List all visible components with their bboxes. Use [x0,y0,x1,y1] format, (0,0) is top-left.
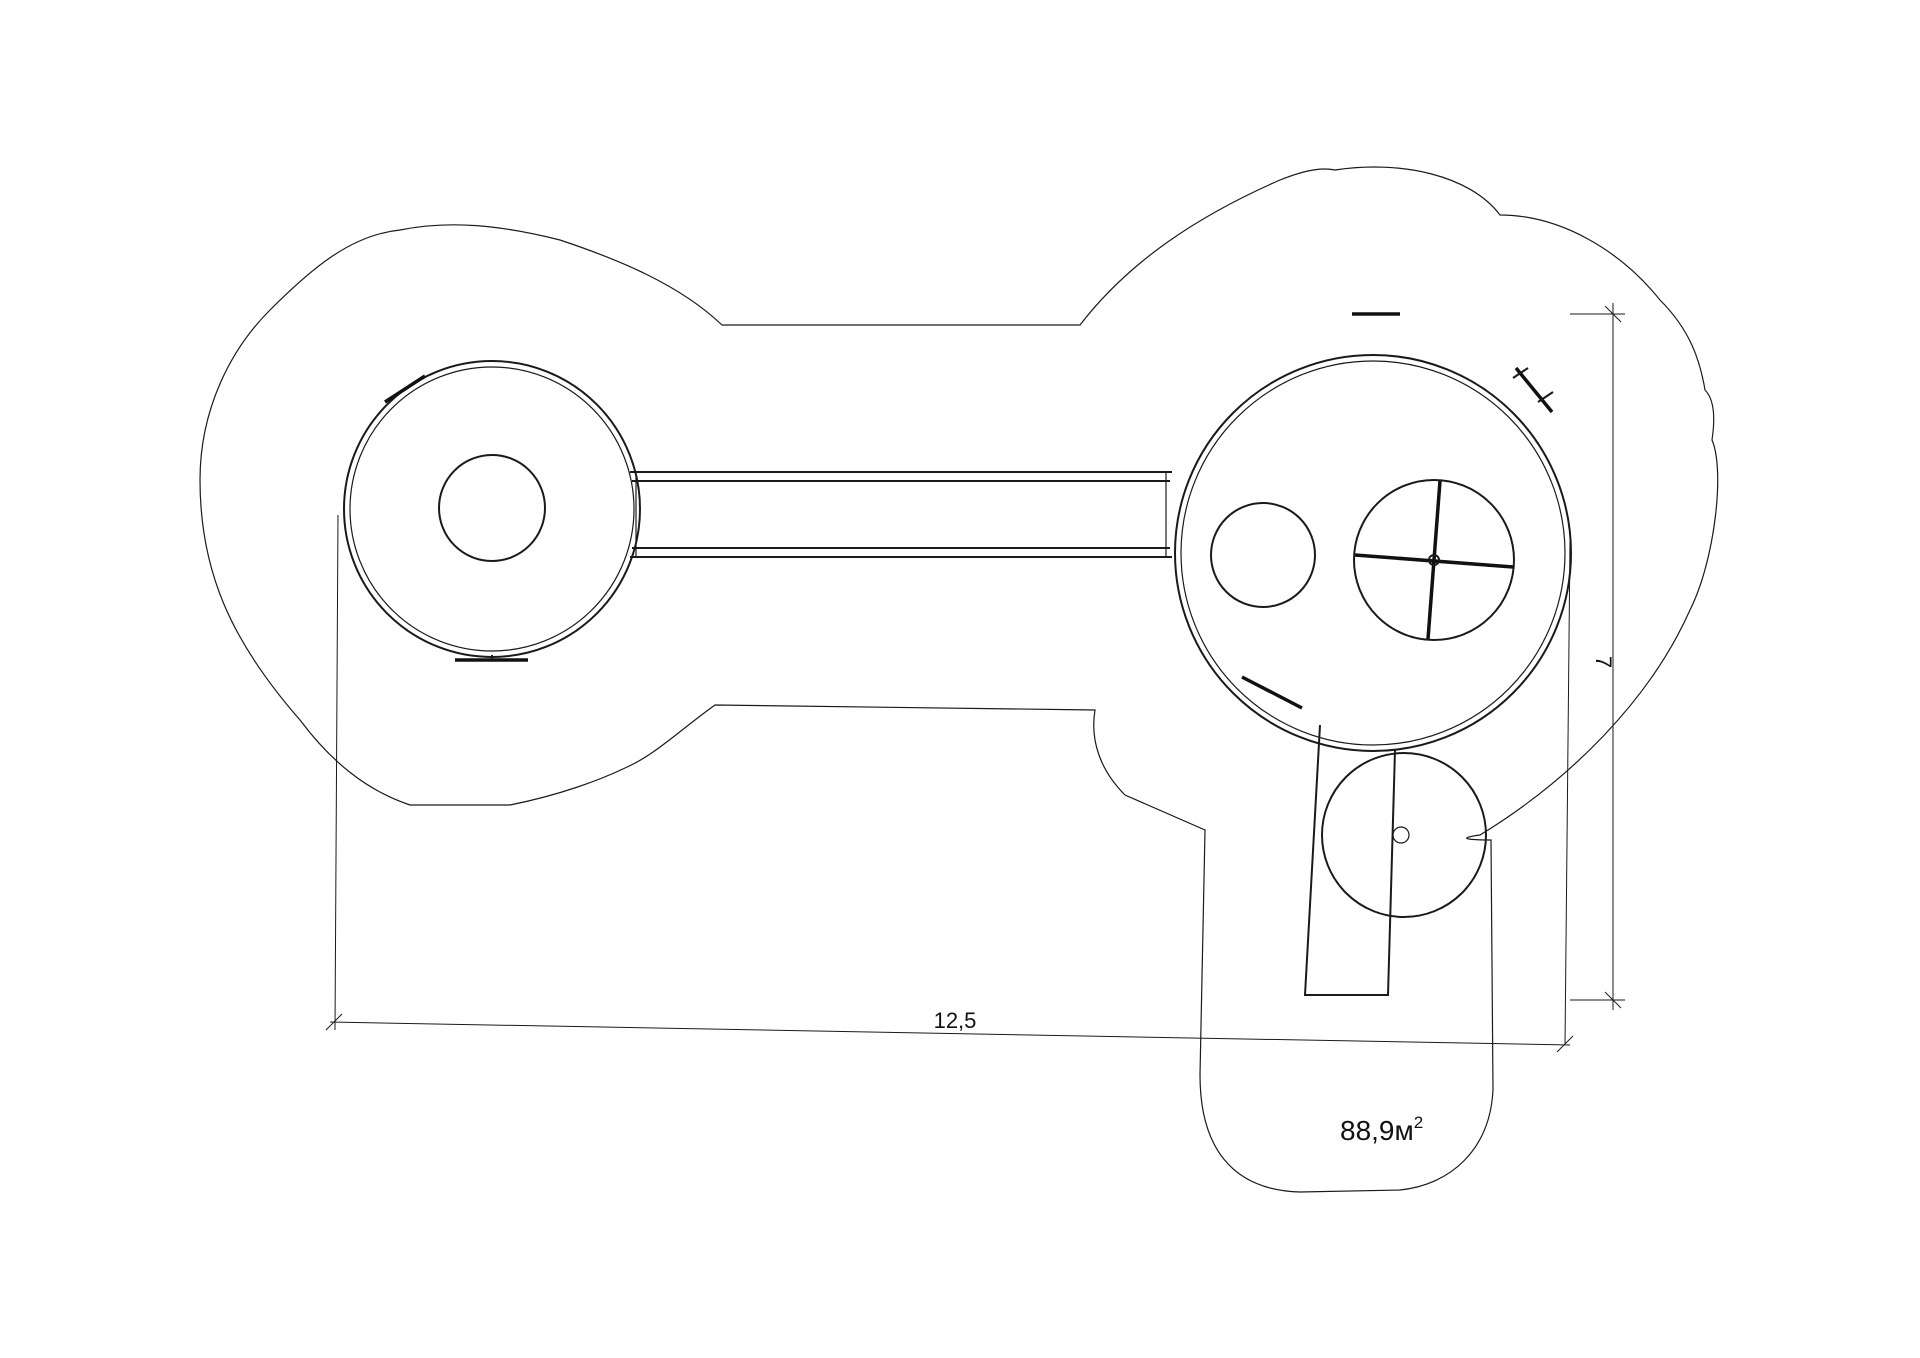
right-tower-fitting-top-right-c [1537,391,1554,403]
area-value: 88,9м [1340,1115,1414,1146]
right-tower-outer-ring [1174,354,1572,752]
dimension-width-tick-right [1556,1035,1574,1053]
spinner-cross-b [1426,480,1442,640]
area-label: 88,9м2 [1340,1113,1423,1146]
slide-landing-disc [1321,752,1487,918]
right-tower-inner-ring [1180,360,1566,746]
dimension-width-ext-right [1564,539,1571,1046]
left-tower-inner-ring [349,366,635,652]
slide-landing-post [1392,826,1410,844]
right-tower-small-platform [1210,502,1316,608]
area-superscript: 2 [1414,1113,1423,1132]
left-tower-platform [438,454,546,562]
dimension-height-tick-top [1604,305,1622,323]
slide-body [1303,724,1396,996]
spinner-hub [1428,554,1440,566]
dimension-height-label: 7 [1591,656,1616,668]
right-tower-spinner [1353,479,1515,641]
left-tower-fitting-top [384,374,426,404]
dimension-width-ext-left [334,514,339,1031]
dimension-width-label: 12,5 [934,1008,977,1033]
right-tower-fitting-top-right-a [1514,366,1554,414]
safety-zone-outline [199,166,1719,1193]
right-tower-fitting-top-right-b [1512,367,1529,379]
dimension-width-line [329,1021,1571,1046]
dimension-height-tick-bottom [1604,991,1622,1009]
left-tower-outer-ring [343,360,641,658]
right-tower-fitting-bottom [1241,675,1303,710]
dimension-width-tick-left [325,1013,343,1031]
